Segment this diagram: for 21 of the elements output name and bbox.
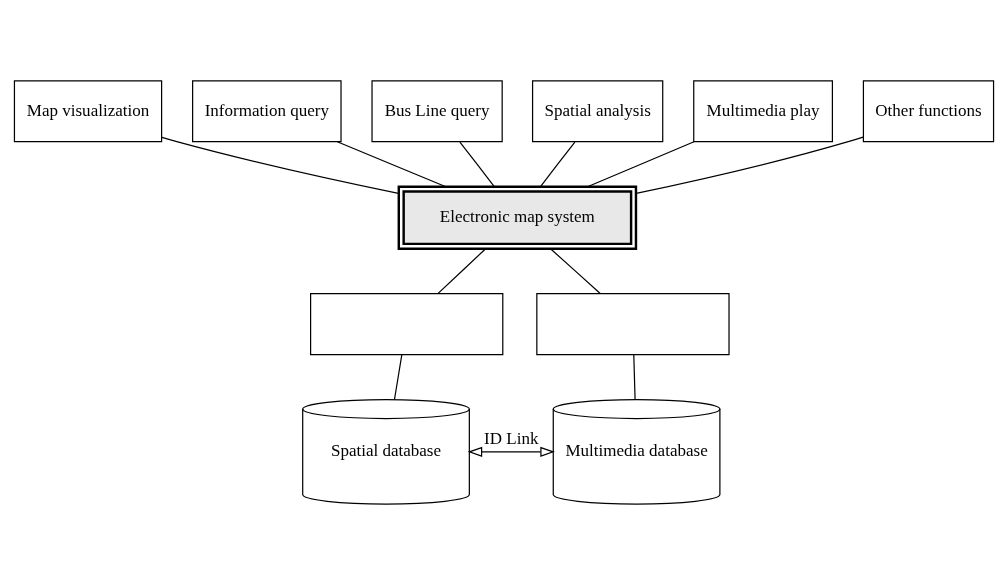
node-box: Other functions — [862, 79, 994, 142]
node-box: Multimedia play — [692, 79, 833, 142]
node-box: Electronic map system — [397, 184, 637, 250]
arrow — [467, 446, 555, 457]
node-box: Bus Line query — [370, 79, 503, 142]
node-box — [535, 292, 730, 355]
connector — [393, 353, 402, 400]
node-box: Map visualization — [13, 79, 162, 142]
connector — [632, 353, 636, 400]
connector — [549, 247, 601, 294]
connector — [436, 247, 486, 294]
connector — [539, 140, 575, 187]
connector — [586, 140, 695, 187]
node-box: Spatial analysis — [531, 79, 663, 142]
node-box: Information query — [191, 79, 342, 142]
node-box — [309, 292, 503, 355]
connector — [336, 140, 446, 187]
connector — [635, 135, 864, 194]
connector — [160, 136, 399, 194]
edge-label: ID Link — [483, 428, 538, 448]
connector — [458, 140, 495, 187]
